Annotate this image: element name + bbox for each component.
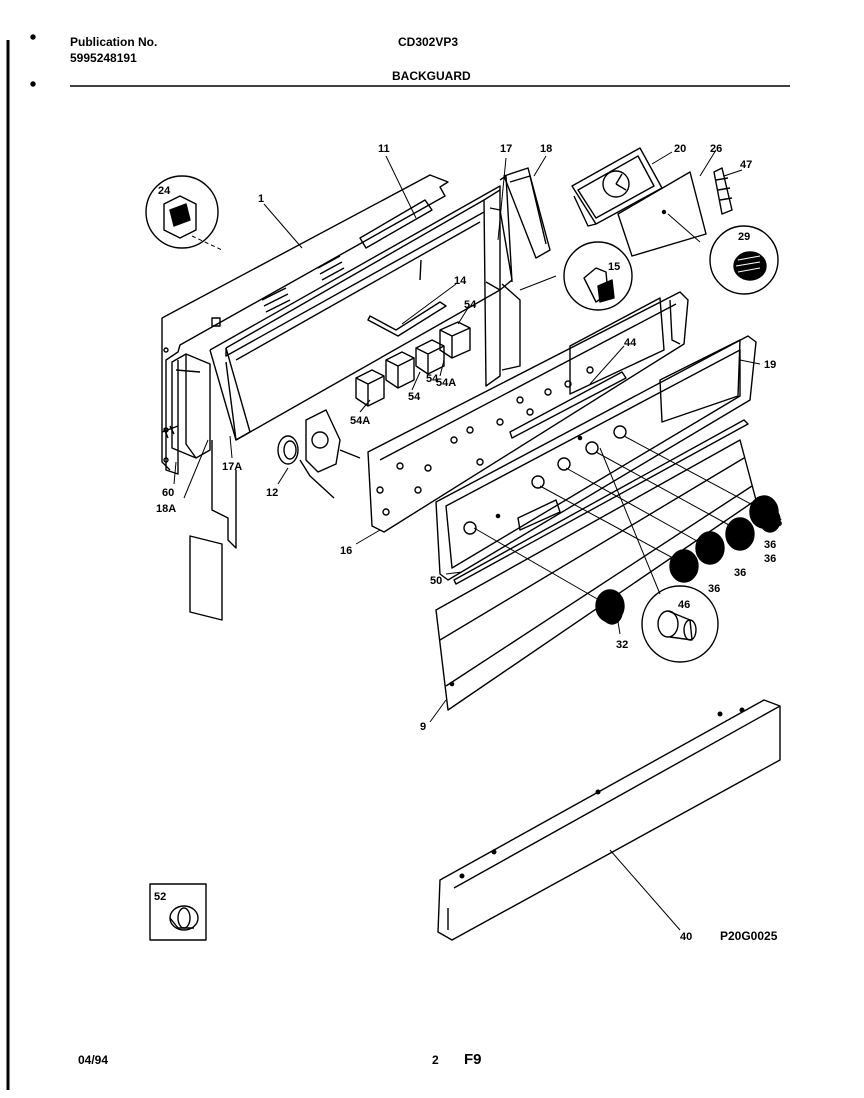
callout-labels: 1 11 17 18 20 26 47 24 15 29 14 54 54 54… <box>154 143 782 943</box>
detail-46 <box>641 585 719 663</box>
clock-assembly <box>571 147 663 227</box>
callout-24: 24 <box>158 185 171 197</box>
right-end-cap <box>485 167 551 371</box>
callout-47: 47 <box>740 159 752 171</box>
callout-40: 40 <box>680 931 692 943</box>
leader-lines <box>173 149 763 931</box>
model-number: CD302VP3 <box>398 35 459 49</box>
punch-mark <box>30 81 36 87</box>
callout-18: 18 <box>540 143 552 155</box>
callout-36-c: 36 <box>734 567 746 579</box>
callout-54-a: 54 <box>464 299 477 311</box>
callout-26: 26 <box>710 143 722 155</box>
callout-50: 50 <box>430 575 442 587</box>
detail-29 <box>709 225 779 295</box>
callout-17A: 17A <box>222 461 242 473</box>
publication-number: 5995248191 <box>70 51 137 65</box>
punch-mark <box>30 34 36 40</box>
knob-36-d <box>669 549 699 583</box>
callout-44: 44 <box>624 337 637 349</box>
switch-54-c <box>385 351 415 389</box>
callout-54A-2: 54A <box>350 415 370 427</box>
knob-32 <box>595 589 625 625</box>
callout-16: 16 <box>340 545 352 557</box>
callout-12: 12 <box>266 487 278 499</box>
callout-60: 60 <box>162 487 174 499</box>
switch-54-b <box>415 339 445 375</box>
control-panel <box>367 291 689 533</box>
callout-32: 32 <box>616 639 628 651</box>
callout-20: 20 <box>674 143 686 155</box>
screw <box>161 425 179 439</box>
callout-19: 19 <box>764 359 776 371</box>
callout-46: 46 <box>678 599 690 611</box>
switch-bracket <box>367 301 447 337</box>
clock-overlay <box>617 171 707 257</box>
switch-54-a <box>439 321 471 359</box>
trim-strip <box>453 419 749 585</box>
publication-label: Publication No. <box>70 35 158 49</box>
callout-36-b: 36 <box>764 553 776 565</box>
callout-11: 11 <box>378 143 390 155</box>
callout-1: 1 <box>258 193 264 205</box>
diagram-code: P20G0025 <box>720 929 778 943</box>
front-panel <box>435 335 757 581</box>
callout-15: 15 <box>608 261 620 273</box>
rear-panel <box>161 174 449 475</box>
knob-36-c <box>695 531 725 565</box>
clock-clip <box>713 167 733 215</box>
backguard-frame <box>209 185 501 441</box>
bottom-trim <box>437 699 781 941</box>
revision-date: 04/94 <box>78 1053 109 1067</box>
callout-36-e: 36 <box>770 517 782 529</box>
callout-52: 52 <box>154 891 166 903</box>
callout-36-a: 36 <box>764 539 776 551</box>
detail-15 <box>563 241 633 311</box>
detail-52 <box>149 883 207 941</box>
callout-18A: 18A <box>156 503 176 515</box>
figure-number: F9 <box>464 1051 482 1068</box>
left-end-cap <box>171 353 237 621</box>
infinite-switch <box>277 409 361 499</box>
knob-36-b <box>725 517 755 551</box>
callout-17: 17 <box>500 143 512 155</box>
callout-9: 9 <box>420 721 426 733</box>
callout-54A-1: 54A <box>436 377 456 389</box>
knob-36-a <box>749 495 781 533</box>
callout-54-c: 54 <box>426 373 439 385</box>
section-title: BACKGUARD <box>392 69 471 83</box>
callout-29: 29 <box>738 231 750 243</box>
page-number: 2 <box>432 1053 439 1067</box>
callout-14: 14 <box>454 275 467 287</box>
callout-54-b: 54 <box>408 391 421 403</box>
detail-24 <box>145 175 219 249</box>
callout-36-d: 36 <box>708 583 720 595</box>
